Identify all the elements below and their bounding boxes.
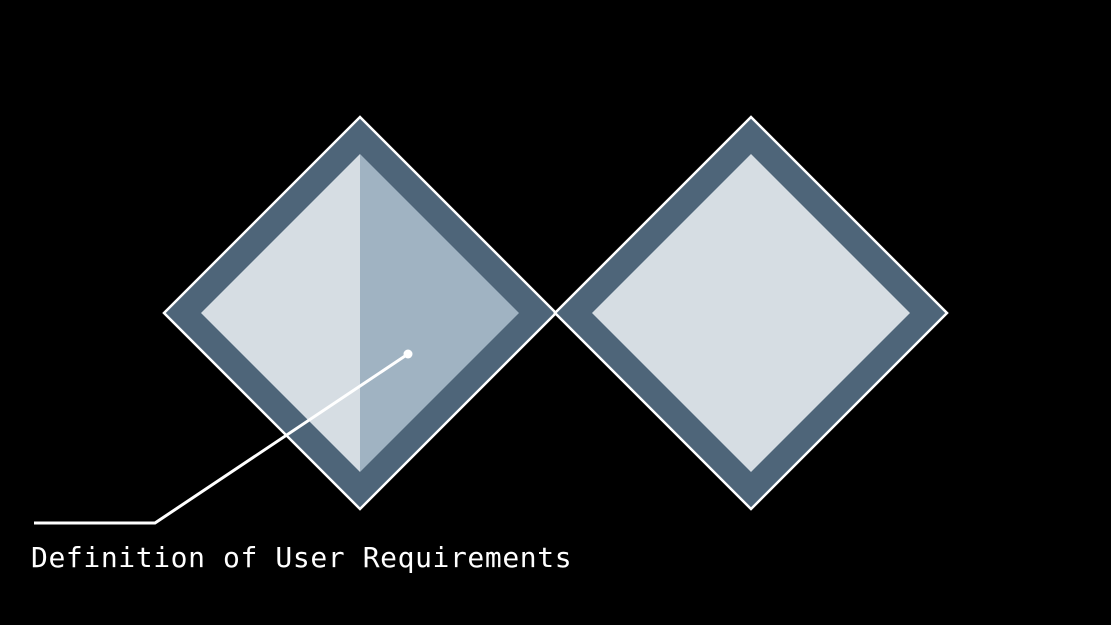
callout-leader <box>34 349 413 525</box>
leader-line <box>34 352 409 525</box>
left-diamond <box>162 115 558 511</box>
right-diamond-inner <box>592 154 910 472</box>
right-diamond <box>553 115 949 511</box>
leader-dot <box>403 349 413 359</box>
callout-label: Definition of User Requirements <box>31 541 573 574</box>
left-diamond-inner-right-half-highlight <box>360 154 519 472</box>
left-diamond-inner-left-half <box>201 154 360 472</box>
